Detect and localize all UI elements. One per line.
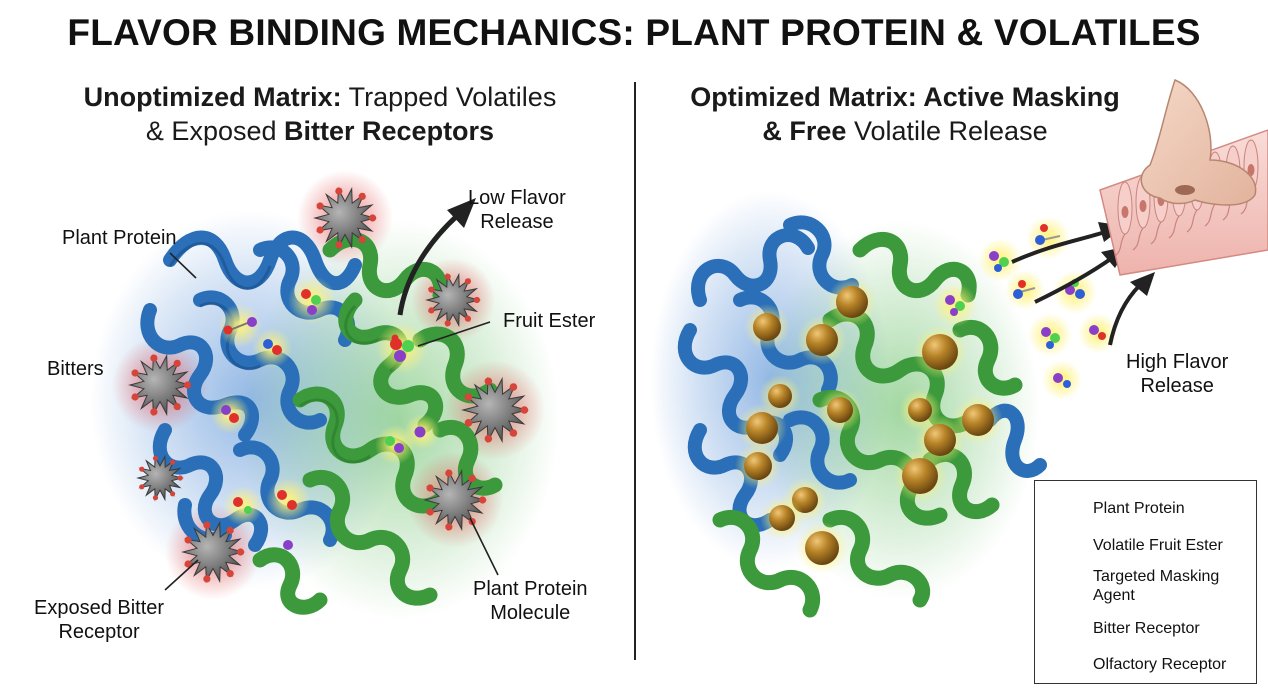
nose-illustration bbox=[1140, 79, 1257, 206]
exposed-bitter-line-2: Receptor bbox=[58, 621, 140, 643]
masking-agent-sphere bbox=[908, 398, 932, 422]
bitter-molecule bbox=[461, 376, 529, 444]
legend-item-plant-protein: Plant Protein bbox=[1043, 491, 1253, 525]
right-heading-text-2: Volatile Release bbox=[846, 116, 1048, 146]
right-heading-bold-2: & Free bbox=[762, 116, 847, 146]
olfactory-cilia bbox=[1204, 203, 1216, 227]
low-release-arrowhead bbox=[447, 198, 476, 228]
masking-agent-sphere bbox=[962, 404, 994, 436]
high-flavor-line-1: High Flavor bbox=[1126, 351, 1229, 373]
label-bitters: Bitters bbox=[47, 358, 104, 380]
bitter-molecule bbox=[313, 186, 377, 250]
left-leader-lines bbox=[164, 252, 499, 591]
legend-label: Volatile Fruit Ester bbox=[1093, 536, 1223, 554]
left-panel-heading: Unoptimized Matrix: Trapped Volatiles & … bbox=[40, 80, 600, 148]
olfactory-cilia bbox=[1132, 227, 1144, 251]
masking-agent-sphere bbox=[902, 458, 938, 494]
right-heading-bold-1: Optimized Matrix: Active Masking bbox=[690, 82, 1120, 112]
low-flavor-line-2: Release bbox=[480, 211, 554, 233]
masking-agent-sphere bbox=[769, 505, 795, 531]
legend-masking-line-1: Targeted Masking bbox=[1093, 568, 1220, 585]
legend-item-fruit-ester: Volatile Fruit Ester bbox=[1043, 528, 1253, 562]
legend-item-olfactory-receptor: Olfactory Receptor bbox=[1043, 647, 1253, 681]
masking-agent-sphere bbox=[806, 324, 838, 356]
masking-agent-sphere bbox=[753, 313, 781, 341]
high-flavor-line-2: Release bbox=[1140, 375, 1214, 397]
left-heading-bold-2: Bitter Receptors bbox=[284, 116, 495, 146]
label-plant-protein-molecule: Plant Protein Molecule bbox=[473, 577, 588, 625]
left-heading-bold-1: Unoptimized Matrix: bbox=[83, 82, 342, 112]
bitter-molecule bbox=[136, 454, 184, 502]
masking-agent-sphere bbox=[922, 334, 958, 370]
legend-label: Plant Protein bbox=[1093, 499, 1185, 517]
protein-molecule-line-1: Plant Protein bbox=[473, 578, 588, 600]
olfactory-cilia bbox=[1186, 209, 1198, 233]
legend-label: Olfactory Receptor bbox=[1093, 655, 1227, 673]
main-title: FLAVOR BINDING MECHANICS: PLANT PROTEIN … bbox=[67, 12, 1201, 53]
bitter-molecule bbox=[425, 272, 481, 328]
right-panel-heading: Optimized Matrix: Active Masking & Free … bbox=[665, 80, 1145, 148]
bitter-molecules bbox=[128, 186, 529, 584]
bitter-molecule bbox=[128, 353, 192, 417]
olfactory-cell-nucleus bbox=[1121, 206, 1129, 218]
legend-box: Plant Protein Volatile Fruit Ester Targe… bbox=[1034, 480, 1257, 684]
exposed-bitter-line-1: Exposed Bitter bbox=[34, 597, 165, 619]
label-low-flavor-release: Low Flavor Release bbox=[468, 186, 566, 234]
masking-agent-sphere bbox=[827, 397, 853, 423]
masking-agent-sphere bbox=[836, 286, 868, 318]
label-high-flavor-release: High Flavor Release bbox=[1126, 350, 1228, 398]
legend-label: Targeted Masking Agent bbox=[1087, 567, 1219, 605]
left-heading-text-1: Trapped Volatiles bbox=[341, 82, 557, 112]
free-fruit-esters bbox=[933, 216, 1118, 400]
masking-agent-sphere bbox=[924, 424, 956, 456]
legend-item-masking-agent: Targeted Masking Agent bbox=[1043, 567, 1253, 605]
masking-agent-sphere bbox=[746, 412, 778, 444]
legend-masking-line-2: Agent bbox=[1093, 587, 1135, 604]
olfactory-cilia bbox=[1150, 221, 1162, 245]
masking-agent-sphere bbox=[805, 531, 839, 565]
olfactory-cell-nucleus bbox=[1247, 164, 1255, 176]
label-plant-protein: Plant Protein bbox=[62, 227, 177, 249]
masking-agent-sphere bbox=[768, 384, 792, 408]
left-protein-cluster bbox=[90, 170, 560, 620]
olfactory-cell-nucleus bbox=[1139, 200, 1147, 212]
legend-item-bitter-receptor: Bitter Receptor bbox=[1043, 611, 1253, 645]
olfactory-cilia bbox=[1114, 233, 1126, 257]
panel-divider bbox=[634, 82, 636, 660]
fruit-ester-molecule bbox=[376, 322, 428, 374]
masking-agent-sphere bbox=[744, 452, 772, 480]
trapped-fruit-esters bbox=[210, 276, 440, 550]
bitter-molecule bbox=[423, 468, 487, 532]
low-flavor-line-1: Low Flavor bbox=[468, 187, 566, 209]
label-exposed-bitter-receptor: Exposed Bitter Receptor bbox=[34, 596, 164, 644]
legend-label: Bitter Receptor bbox=[1093, 619, 1200, 637]
olfactory-cilia bbox=[1168, 215, 1180, 239]
label-fruit-ester: Fruit Ester bbox=[503, 310, 596, 332]
left-heading-text-2: & Exposed bbox=[145, 116, 285, 146]
bitter-molecule bbox=[181, 520, 245, 584]
protein-molecule-line-2: Molecule bbox=[490, 602, 571, 624]
low-release-arrow bbox=[397, 213, 460, 316]
masking-agent-spheres bbox=[735, 277, 1003, 574]
